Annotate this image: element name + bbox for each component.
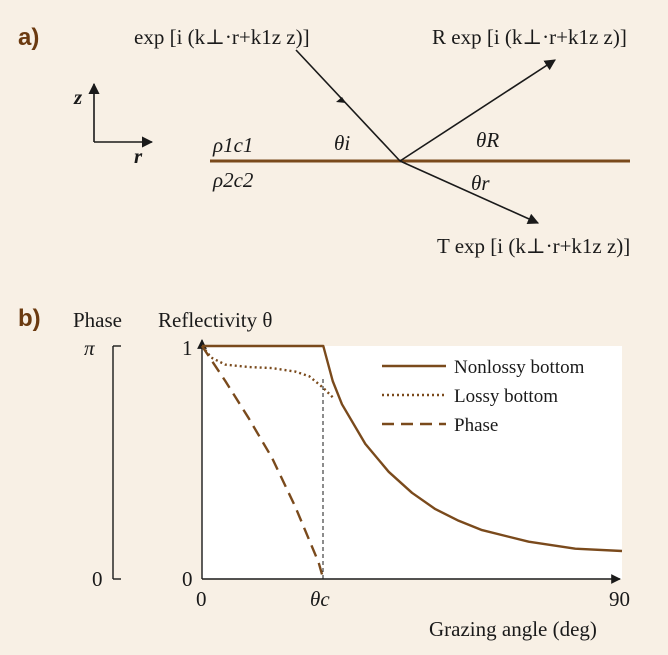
incident-ray-arrowhead	[336, 97, 346, 103]
transmitted-ray	[399, 160, 540, 224]
panel-b-label: b)	[18, 305, 41, 332]
x-tick-critical: θc	[310, 587, 330, 611]
z-axis-label: z	[73, 85, 83, 109]
refl-top-tick-label: 1	[182, 336, 193, 360]
legend-label-nonlossy: Nonlossy bottom	[454, 357, 585, 378]
theta-reflected-label: θR	[476, 128, 499, 152]
x-tick-0: 0	[196, 587, 207, 611]
series-line-nonlossy-bottom	[202, 344, 623, 553]
theta-refracted-label: θr	[471, 171, 490, 195]
reflected-wave-label: R exp [i (k⊥·r+k1z z)]	[432, 25, 627, 49]
phase-axis-title: Phase	[73, 308, 122, 332]
reflectivity-axis-title: Reflectivity θ	[158, 308, 272, 332]
incident-ray	[295, 49, 401, 162]
legend-label-phase: Phase	[454, 415, 498, 436]
theta-incident-label: θi	[334, 131, 350, 155]
panel-a-label: a)	[18, 24, 39, 51]
incident-wave-label: exp [i (k⊥·r+k1z z)]	[134, 25, 310, 49]
legend: Nonlossy bottom Lossy bottom Phase	[382, 357, 585, 436]
reflected-ray	[399, 59, 556, 162]
transmitted-wave-label: T exp [i (k⊥·r+k1z z)]	[437, 234, 630, 258]
series-line-phase	[201, 345, 325, 580]
plot-area	[202, 346, 622, 579]
phase-bottom-tick-label: 0	[92, 567, 103, 591]
refl-bottom-tick-label: 0	[182, 567, 193, 591]
series-line-lossy-bottom	[201, 345, 334, 399]
lower-medium-label: ρ2c2	[212, 168, 254, 192]
legend-label-lossy: Lossy bottom	[454, 386, 558, 407]
curves-group	[201, 344, 623, 580]
upper-medium-label: ρ1c1	[212, 133, 253, 157]
x-tick-90: 90	[609, 587, 630, 611]
x-axis-label: Grazing angle (deg)	[429, 617, 597, 641]
phase-top-tick-label: π	[84, 336, 95, 360]
r-axis-label: r	[134, 144, 143, 168]
